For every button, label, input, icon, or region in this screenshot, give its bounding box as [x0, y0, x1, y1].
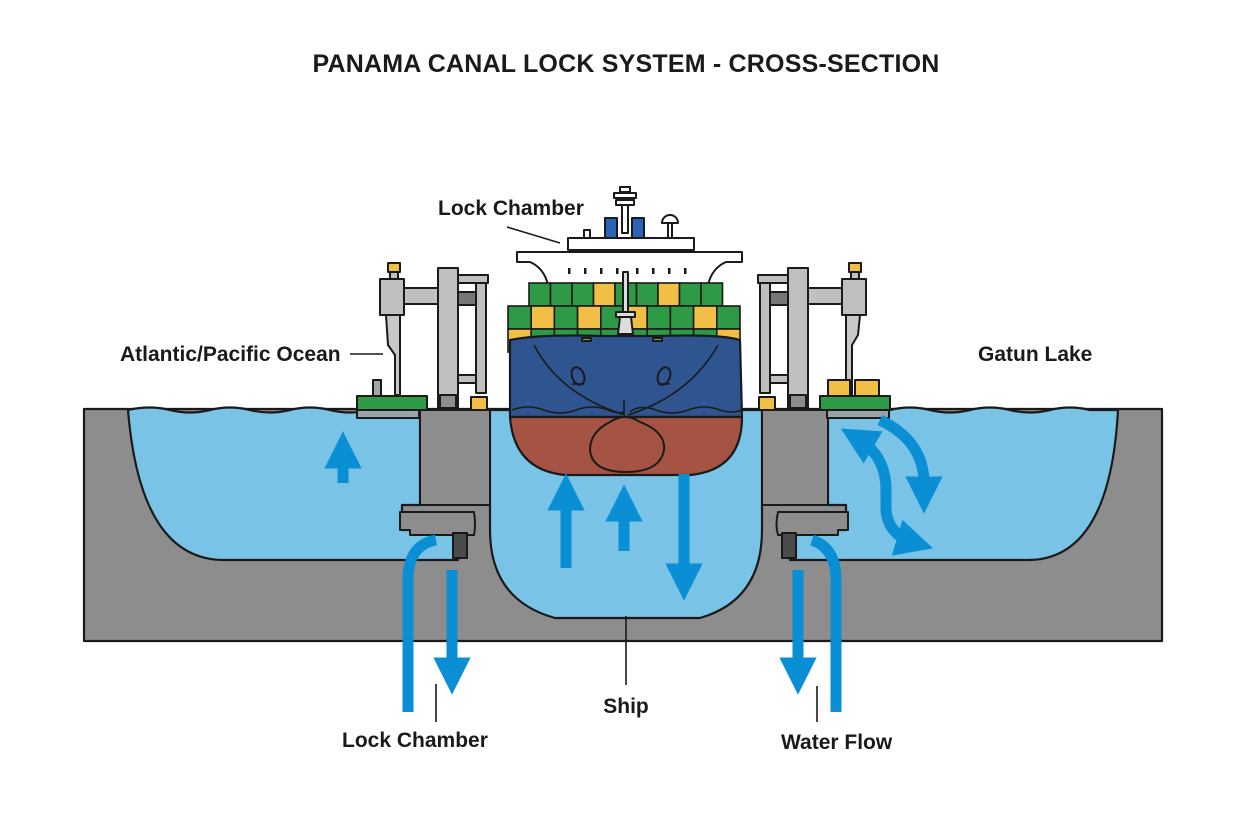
container — [530, 305, 556, 330]
container — [553, 305, 579, 330]
arrow-left-culvert-up — [402, 534, 438, 712]
lake-water — [788, 406, 1120, 562]
label-lake: Gatun Lake — [978, 343, 1092, 366]
container — [700, 282, 724, 307]
container — [657, 282, 681, 307]
right-lock-wall — [761, 409, 849, 559]
container — [576, 305, 602, 330]
container — [528, 282, 552, 307]
anchor-left-icon — [570, 366, 586, 386]
right-gate-tower — [757, 262, 891, 419]
callouts: Lock Chamber Atlantic/Pacific Ocean Gatu… — [120, 197, 1092, 754]
container — [507, 305, 533, 330]
label-ship: Ship — [603, 695, 649, 718]
container — [669, 305, 695, 330]
label-lock-chamber-top: Lock Chamber — [438, 197, 584, 220]
label-ocean: Atlantic/Pacific Ocean — [120, 343, 341, 366]
flow-arrows — [324, 415, 943, 712]
label-lock-chamber-bottom: Lock Chamber — [342, 729, 488, 752]
left-gate-tower — [356, 262, 489, 419]
ship-bulbous-bow — [589, 416, 666, 473]
ship-hull-upper — [508, 334, 744, 419]
container-ship — [507, 186, 744, 477]
container — [549, 282, 573, 307]
ship-mast — [622, 271, 629, 313]
container — [635, 282, 659, 307]
container — [678, 282, 702, 307]
diagram-title: PANAMA CANAL LOCK SYSTEM - CROSS-SECTION — [313, 50, 940, 78]
container — [592, 282, 616, 307]
container — [692, 305, 718, 330]
arrow-lake-2 — [840, 428, 933, 556]
label-water-flow: Water Flow — [781, 731, 893, 754]
left-lock-wall — [399, 409, 491, 559]
arrow-right-culvert-up — [809, 534, 842, 712]
ocean-water — [126, 406, 460, 562]
container — [646, 305, 672, 330]
anchor-right-icon — [656, 366, 672, 386]
container — [571, 282, 595, 307]
container — [715, 305, 741, 330]
